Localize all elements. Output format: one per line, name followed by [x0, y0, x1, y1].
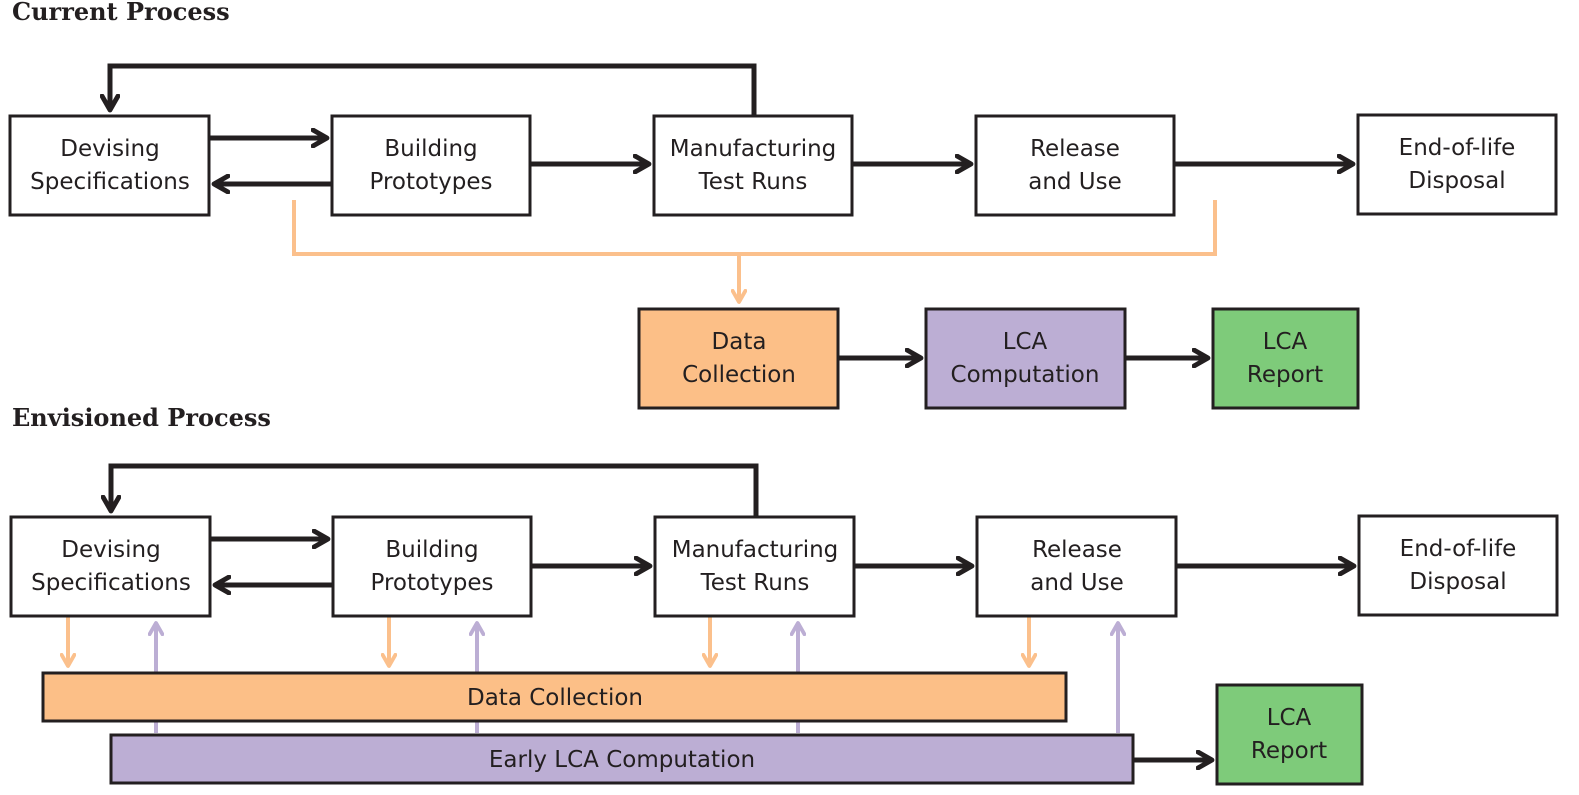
stage-devising-specifications: Devising Specifications	[8, 114, 211, 217]
svg-text:Release: Release	[1032, 537, 1122, 563]
svg-text:Data: Data	[712, 329, 767, 355]
svg-text:Computation: Computation	[951, 362, 1100, 388]
data-collection-bar: Data Collection	[41, 671, 1068, 723]
stage-manufacturing-test-runs: Manufacturing Test Runs	[652, 114, 854, 217]
svg-text:Early LCA Computation: Early LCA Computation	[489, 747, 755, 773]
svg-text:Test Runs: Test Runs	[700, 570, 810, 596]
svg-text:Specifications: Specifications	[30, 169, 190, 195]
env-stage-devising-specifications: Devising Specifications	[9, 515, 212, 618]
stage-building-prototypes: Building Prototypes	[330, 114, 532, 217]
lca-computation-box: LCA Computation	[924, 307, 1127, 410]
env-lca-report-box: LCA Report	[1215, 683, 1364, 786]
svg-text:Release: Release	[1030, 136, 1120, 162]
stage-end-of-life-disposal: End-of-life Disposal	[1356, 113, 1558, 216]
svg-text:Report: Report	[1251, 738, 1327, 764]
svg-text:Data Collection: Data Collection	[467, 685, 643, 711]
envisioned-process-title: Envisioned Process	[12, 403, 271, 432]
env-stage-manufacturing-test-runs: Manufacturing Test Runs	[653, 515, 856, 618]
stage-release-and-use: Release and Use	[974, 114, 1176, 217]
svg-text:LCA: LCA	[1267, 705, 1312, 731]
svg-text:Devising: Devising	[60, 136, 159, 162]
svg-text:and Use: and Use	[1030, 570, 1124, 596]
svg-text:End-of-life: End-of-life	[1400, 536, 1517, 562]
svg-text:Building: Building	[385, 537, 478, 563]
envisioned-feedback-loop-arrow	[111, 463, 759, 516]
svg-text:Report: Report	[1247, 362, 1323, 388]
feedback-loop-arrow	[110, 63, 757, 115]
svg-text:Manufacturing: Manufacturing	[670, 136, 837, 162]
svg-text:Disposal: Disposal	[1409, 569, 1506, 595]
svg-text:Prototypes: Prototypes	[370, 169, 493, 195]
svg-text:LCA: LCA	[1003, 329, 1048, 355]
lca-report-box: LCA Report	[1211, 307, 1360, 410]
svg-text:Disposal: Disposal	[1408, 168, 1505, 194]
env-stage-end-of-life-disposal: End-of-life Disposal	[1357, 514, 1559, 617]
svg-text:Collection: Collection	[682, 362, 796, 388]
data-collection-bracket	[292, 200, 1217, 256]
svg-text:LCA: LCA	[1263, 329, 1308, 355]
svg-text:Prototypes: Prototypes	[371, 570, 494, 596]
svg-text:Test Runs: Test Runs	[698, 169, 808, 195]
env-stage-building-prototypes: Building Prototypes	[331, 515, 533, 618]
svg-text:Devising: Devising	[61, 537, 160, 563]
svg-text:Building: Building	[384, 136, 477, 162]
svg-text:Specifications: Specifications	[31, 570, 191, 596]
env-stage-release-and-use: Release and Use	[975, 515, 1178, 618]
current-process-title: Current Process	[12, 0, 230, 26]
svg-text:Manufacturing: Manufacturing	[672, 537, 839, 563]
svg-text:and Use: and Use	[1028, 169, 1122, 195]
data-collection-box: Data Collection	[637, 307, 840, 410]
svg-text:End-of-life: End-of-life	[1399, 135, 1516, 161]
early-lca-computation-bar: Early LCA Computation	[109, 733, 1135, 785]
